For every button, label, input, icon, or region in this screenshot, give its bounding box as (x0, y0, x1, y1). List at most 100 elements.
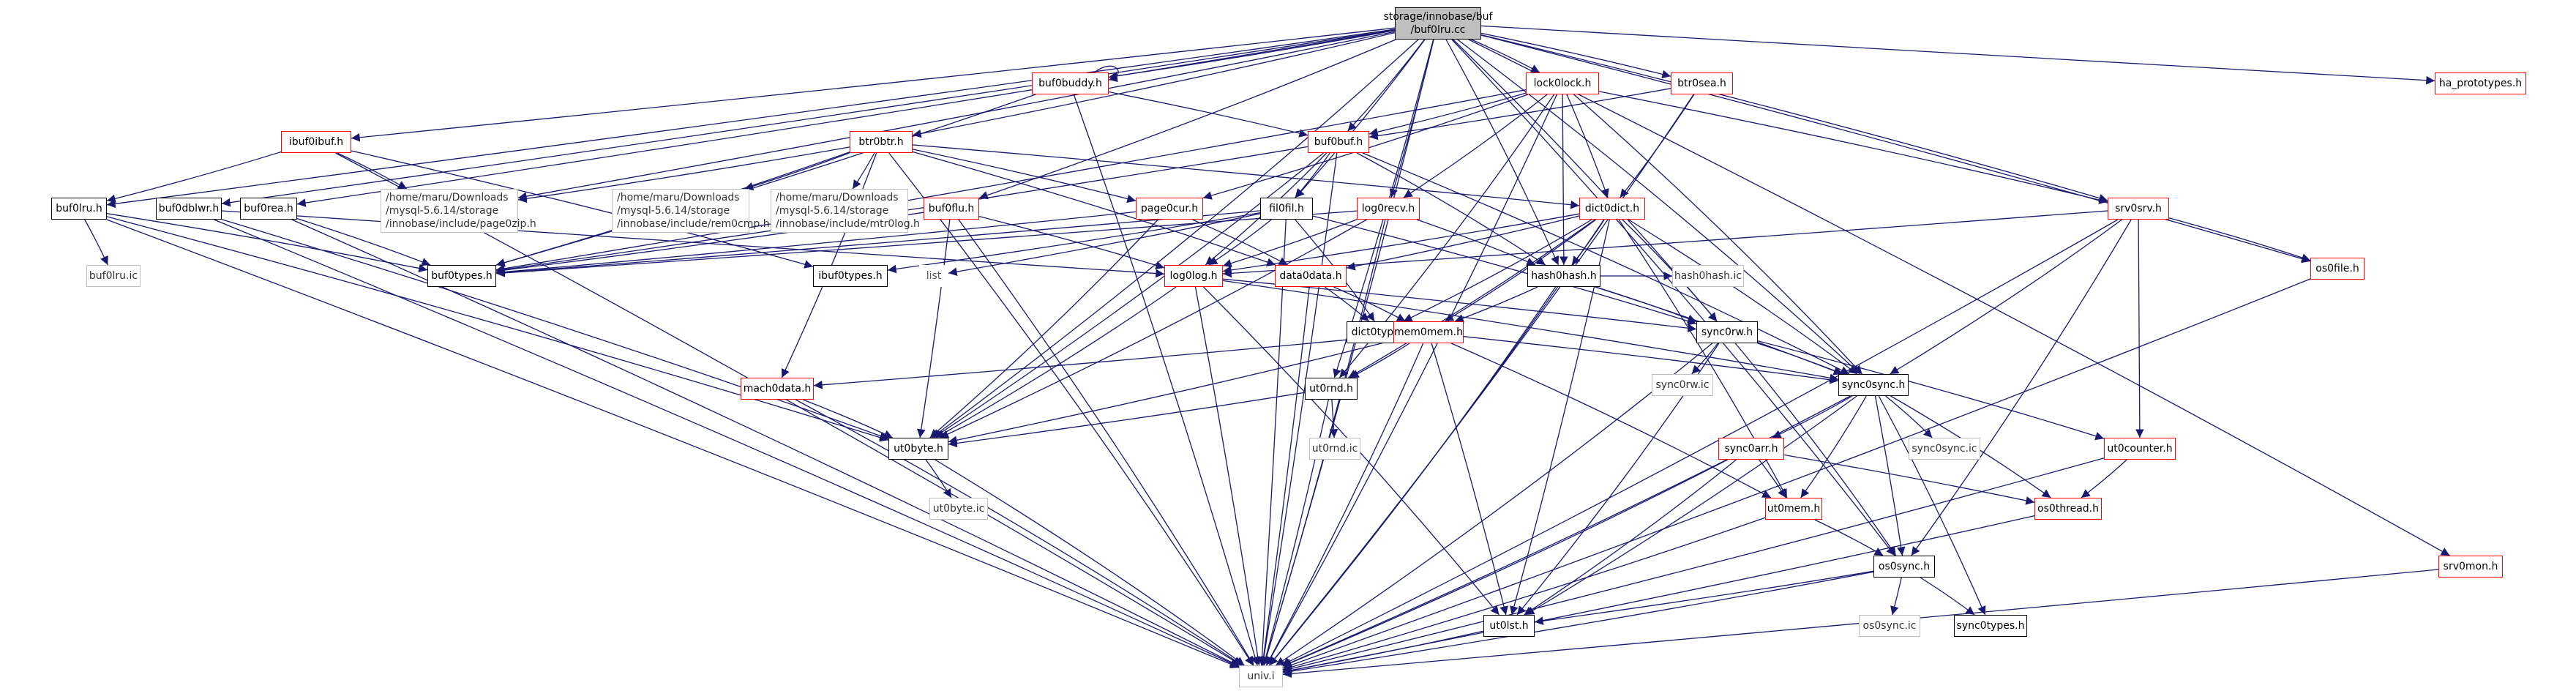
node-btr0sea-h[interactable]: btr0sea.h (1671, 72, 1733, 94)
node-path-mtr0log[interactable]: /home/maru/Downloads/mysql-5.6.14/storag… (771, 189, 920, 233)
node-buf0lru-h[interactable]: buf0lru.h (51, 198, 107, 220)
edge-ut0lst-h-to-univ-i (1282, 630, 1484, 675)
edge-srv0srv-h-to-sync0sync-h (1890, 219, 2122, 375)
node-dict0dict-h[interactable]: dict0dict.h (1579, 198, 1645, 220)
edge-buf0buf-h-to-univ-i (1259, 152, 1338, 666)
edge-mem0mem-h-to-sync0sync-h (1463, 336, 1839, 384)
edge-buf0buf-h-to-ut0byte-h (933, 152, 1324, 438)
node-ut0mem-h[interactable]: ut0mem.h (1765, 498, 1822, 520)
node-buf0dblwr-h[interactable]: buf0dblwr.h (156, 198, 222, 220)
node-label-line: os0sync.ic (1862, 620, 1917, 632)
node-lock0lock-h[interactable]: lock0lock.h (1526, 72, 1599, 94)
edge-log0log-h-to-univ-i (1194, 286, 1262, 666)
node-mach0data-h[interactable]: mach0data.h (741, 378, 814, 400)
node-buf0types-h[interactable]: buf0types.h (427, 265, 496, 287)
node-label-line: buf0buf.h (1314, 136, 1363, 148)
node-log0recv-h[interactable]: log0recv.h (1357, 198, 1420, 220)
node-sync0arr-h[interactable]: sync0arr.h (1718, 438, 1784, 460)
edge-buf0lru-h-to-univ-i (106, 219, 1240, 668)
node-root[interactable]: storage/innobase/buf/buf0lru.cc (1384, 7, 1492, 40)
node-ha-prototypes-h[interactable]: ha_prototypes.h (2435, 72, 2526, 94)
edge-log0recv-h-to-ut0byte-h (940, 219, 1367, 438)
edge-buf0lru-h-to-ut0byte-h (106, 216, 889, 442)
edge-data0data-h-to-mem0mem-h (1333, 286, 1406, 322)
node-label-line: dict0dict.h (1584, 203, 1640, 214)
node-sync0rw-ic[interactable]: sync0rw.ic (1652, 374, 1713, 396)
node-ut0lst-h[interactable]: ut0lst.h (1483, 615, 1535, 637)
edge-ut0counter-h-to-os0thread-h (2081, 459, 2127, 498)
edge-btr0btr-h-to-path-page0zip (517, 146, 850, 203)
node-label-line: os0sync.h (1878, 561, 1931, 572)
node-label-line: /home/maru/Downloads (386, 192, 509, 203)
node-sync0sync-ic[interactable]: sync0sync.ic (1909, 438, 1980, 460)
edge-srv0srv-h-to-os0file-h (2168, 217, 2311, 262)
node-srv0srv-h[interactable]: srv0srv.h (2108, 198, 2169, 220)
node-buf0flu-h[interactable]: buf0flu.h (924, 198, 979, 220)
edge-dict0dict-h-to-mem0mem-h (1444, 219, 1597, 322)
node-path-page0zip[interactable]: /home/maru/Downloads/mysql-5.6.14/storag… (381, 189, 536, 233)
node-ut0byte-ic[interactable]: ut0byte.ic (929, 498, 988, 520)
edge-root-to-ut0byte-h (931, 39, 1419, 438)
edge-log0recv-h-to-log0log-h (1222, 219, 1358, 268)
node-hash0hash-h[interactable]: hash0hash.h (1527, 265, 1600, 287)
edge-dict0dict-h-to-sync0rw-h (1622, 219, 1718, 322)
node-buf0rea-h[interactable]: buf0rea.h (240, 198, 297, 220)
node-buf0buf-h[interactable]: buf0buf.h (1308, 131, 1369, 153)
edge-log0log-h-to-ut0byte-h (935, 286, 1177, 438)
edge-ibuf0ibuf-h-to-ibuf0types-h (351, 150, 814, 269)
edge-os0sync-h-to-ut0lst-h (1534, 570, 1874, 626)
node-ut0byte-h[interactable]: ut0byte.h (888, 438, 948, 460)
node-label-line: lock0lock.h (1533, 78, 1592, 89)
node-label-line: log0log.h (1169, 270, 1218, 282)
node-log0log-h[interactable]: log0log.h (1164, 265, 1223, 287)
node-label-line: ha_prototypes.h (2438, 78, 2523, 89)
edge-sync0sync-h-to-ut0lst-h (1525, 395, 1857, 616)
node-page0cur-h[interactable]: page0cur.h (1136, 198, 1203, 220)
edge-buf0dblwr-h-to-ut0byte-h (221, 219, 889, 441)
node-buf0buddy-h[interactable]: buf0buddy.h (1032, 72, 1109, 94)
edge-root-to-btr0sea-h (1480, 32, 1671, 79)
node-buf0lru-ic[interactable]: buf0lru.ic (86, 265, 141, 287)
node-sync0types-h[interactable]: sync0types.h (1954, 615, 2027, 637)
node-path-rem0cmp[interactable]: /home/maru/Downloads/mysql-5.6.14/storag… (612, 189, 770, 233)
node-os0file-h[interactable]: os0file.h (2310, 258, 2365, 280)
edge-buf0lru-h-to-buf0lru-ic (84, 219, 108, 266)
node-mem0mem-h[interactable]: mem0mem.h (1393, 321, 1464, 343)
node-list[interactable]: list (919, 265, 948, 287)
node-label-line: os0file.h (2315, 263, 2359, 274)
node-univ-i[interactable]: univ.i (1239, 665, 1283, 687)
node-label-line: os0thread.h (2037, 503, 2099, 515)
node-label-line: log0recv.h (1361, 203, 1415, 214)
node-btr0btr-h[interactable]: btr0btr.h (850, 131, 913, 153)
node-sync0rw-h[interactable]: sync0rw.h (1696, 321, 1758, 343)
edge-dict0dict-h-to-ut0rnd-h (1348, 219, 1595, 378)
node-fil0fil-h[interactable]: fil0fil.h (1260, 198, 1313, 220)
edge-sync0arr-h-to-ut0mem-h (1759, 459, 1786, 498)
edge-buf0rea-h-to-buf0types-h (296, 217, 431, 266)
node-label-line: /home/maru/Downloads (776, 192, 899, 203)
node-os0thread-h[interactable]: os0thread.h (2034, 498, 2102, 520)
node-ut0rnd-h[interactable]: ut0rnd.h (1305, 378, 1358, 400)
node-ibuf0ibuf-h[interactable]: ibuf0ibuf.h (281, 131, 351, 153)
edge-buf0buddy-h-to-buf0types-h (495, 94, 1036, 267)
edge-ibuf0ibuf-h-to-path-page0zip (337, 152, 408, 190)
edge-lock0lock-h-to-dict0dict-h (1566, 94, 1609, 198)
edge-root-to-buf0dblwr-h (221, 29, 1396, 207)
node-ut0rnd-ic[interactable]: ut0rnd.ic (1309, 438, 1360, 460)
node-label-line: ibuf0ibuf.h (288, 136, 344, 148)
node-label-line: list (926, 270, 942, 282)
node-label-line: sync0rw.ic (1655, 379, 1710, 391)
edge-hash0hash-h-to-univ-i (1268, 286, 1557, 666)
edge-lock0lock-h-to-log0recv-h (1403, 94, 1548, 198)
node-ibuf0types-h[interactable]: ibuf0types.h (813, 265, 888, 287)
node-hash0hash-ic[interactable]: hash0hash.ic (1672, 265, 1744, 287)
node-os0sync-ic[interactable]: os0sync.ic (1859, 615, 1920, 637)
node-sync0sync-h[interactable]: sync0sync.h (1838, 374, 1909, 396)
node-srv0mon-h[interactable]: srv0mon.h (2438, 556, 2503, 578)
edge-root-to-buf0buf-h (1347, 39, 1426, 132)
node-data0data-h[interactable]: data0data.h (1275, 265, 1347, 287)
node-label-line: buf0types.h (431, 270, 493, 282)
node-os0sync-h[interactable]: os0sync.h (1873, 556, 1935, 578)
edge-log0recv-h-to-buf0types-h (495, 210, 1358, 277)
node-ut0counter-h[interactable]: ut0counter.h (2104, 438, 2176, 460)
